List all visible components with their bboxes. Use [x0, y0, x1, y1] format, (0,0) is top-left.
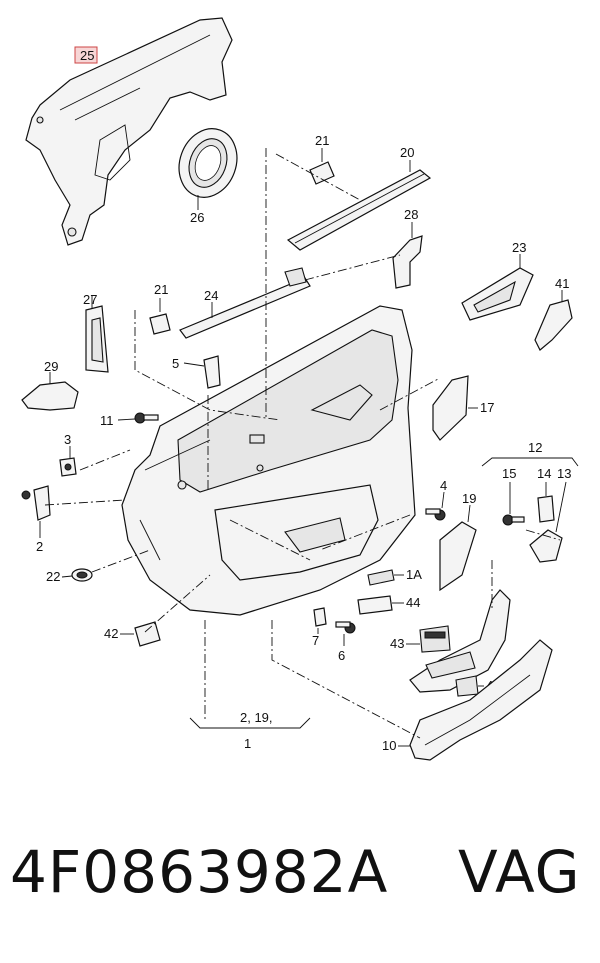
part-25-insulation [25, 17, 233, 246]
callout-42: 42 [104, 626, 118, 641]
callout-10: 10 [382, 738, 396, 753]
part-2-clip [21, 485, 51, 521]
part-21-clip-mid [149, 313, 171, 335]
callout-14: 14 [537, 466, 551, 481]
part-3-clip [59, 457, 77, 477]
part-44-clip [357, 595, 393, 615]
callout-24: 24 [204, 288, 218, 303]
callout-1: 1 [244, 736, 251, 751]
callout-2: 2 [36, 539, 43, 554]
part-28-bracket [392, 235, 423, 289]
callout-5: 5 [172, 356, 179, 371]
callout-7: 7 [312, 633, 319, 648]
callout-1A: 1A [406, 567, 422, 582]
callout-6: 6 [338, 648, 345, 663]
callout-43: 43 [390, 636, 404, 651]
callout-22: 22 [46, 569, 60, 584]
part-19-liner [439, 521, 477, 592]
callout-23: 23 [512, 240, 526, 255]
callout-12: 12 [528, 440, 542, 455]
part-15-screw [502, 514, 525, 526]
part-27-triangle-cover [85, 305, 109, 373]
part-number-caption: 4F0863982A VAG [10, 838, 590, 938]
callout-44: 44 [406, 595, 420, 610]
callout-26: 26 [190, 210, 204, 225]
part-11-screw [134, 412, 159, 424]
part-1A-label [367, 569, 395, 586]
part-17-insert [432, 375, 469, 441]
part-26-speaker-ring [178, 128, 238, 198]
callout-25-highlight [74, 46, 98, 64]
callout-4: 4 [440, 478, 447, 493]
part-41-handle-cover [534, 299, 573, 351]
callout-19: 19 [462, 491, 476, 506]
callout-28: 28 [404, 207, 418, 222]
armrest-assembly [409, 589, 511, 693]
callout-17: 17 [480, 400, 494, 415]
callout-29: 29 [44, 359, 58, 374]
part-22-plug [71, 568, 93, 582]
part-6-screw [335, 621, 356, 634]
callout-20: 20 [400, 145, 414, 160]
callout-27: 27 [83, 292, 97, 307]
part-4-screw [425, 508, 446, 521]
part-13-bracket [529, 529, 563, 563]
callout-group-note: 2, 19, [240, 710, 273, 725]
part-23-handle-bezel [461, 267, 534, 321]
part-43-switch [419, 625, 451, 653]
part-20-trim-strip [286, 169, 432, 251]
part-7-clip [313, 607, 327, 627]
part-10-armrest-trim [409, 639, 553, 761]
maker-name: VAG [458, 838, 581, 906]
part-40-switch [455, 675, 479, 697]
part-42-end-cap [134, 621, 161, 647]
callout-21-top: 21 [315, 133, 329, 148]
part-24-strip [179, 267, 311, 339]
callout-21-mid: 21 [154, 282, 168, 297]
part-5-clip [203, 355, 221, 389]
callout-25: 25 [80, 48, 94, 63]
part-number: 4F0863982A [10, 838, 389, 906]
callout-15: 15 [502, 466, 516, 481]
part-21-clip-top [309, 161, 335, 185]
callout-13: 13 [557, 466, 571, 481]
part-29-bracket [21, 381, 79, 411]
callout-41: 41 [555, 276, 569, 291]
callout-3: 3 [64, 432, 71, 447]
callout-11: 11 [100, 413, 114, 428]
part-14-bracket [537, 495, 555, 523]
door-trim-panel [121, 305, 416, 616]
door-trim-exploded-diagram: 25 26 21 20 28 23 41 27 [21, 17, 579, 761]
